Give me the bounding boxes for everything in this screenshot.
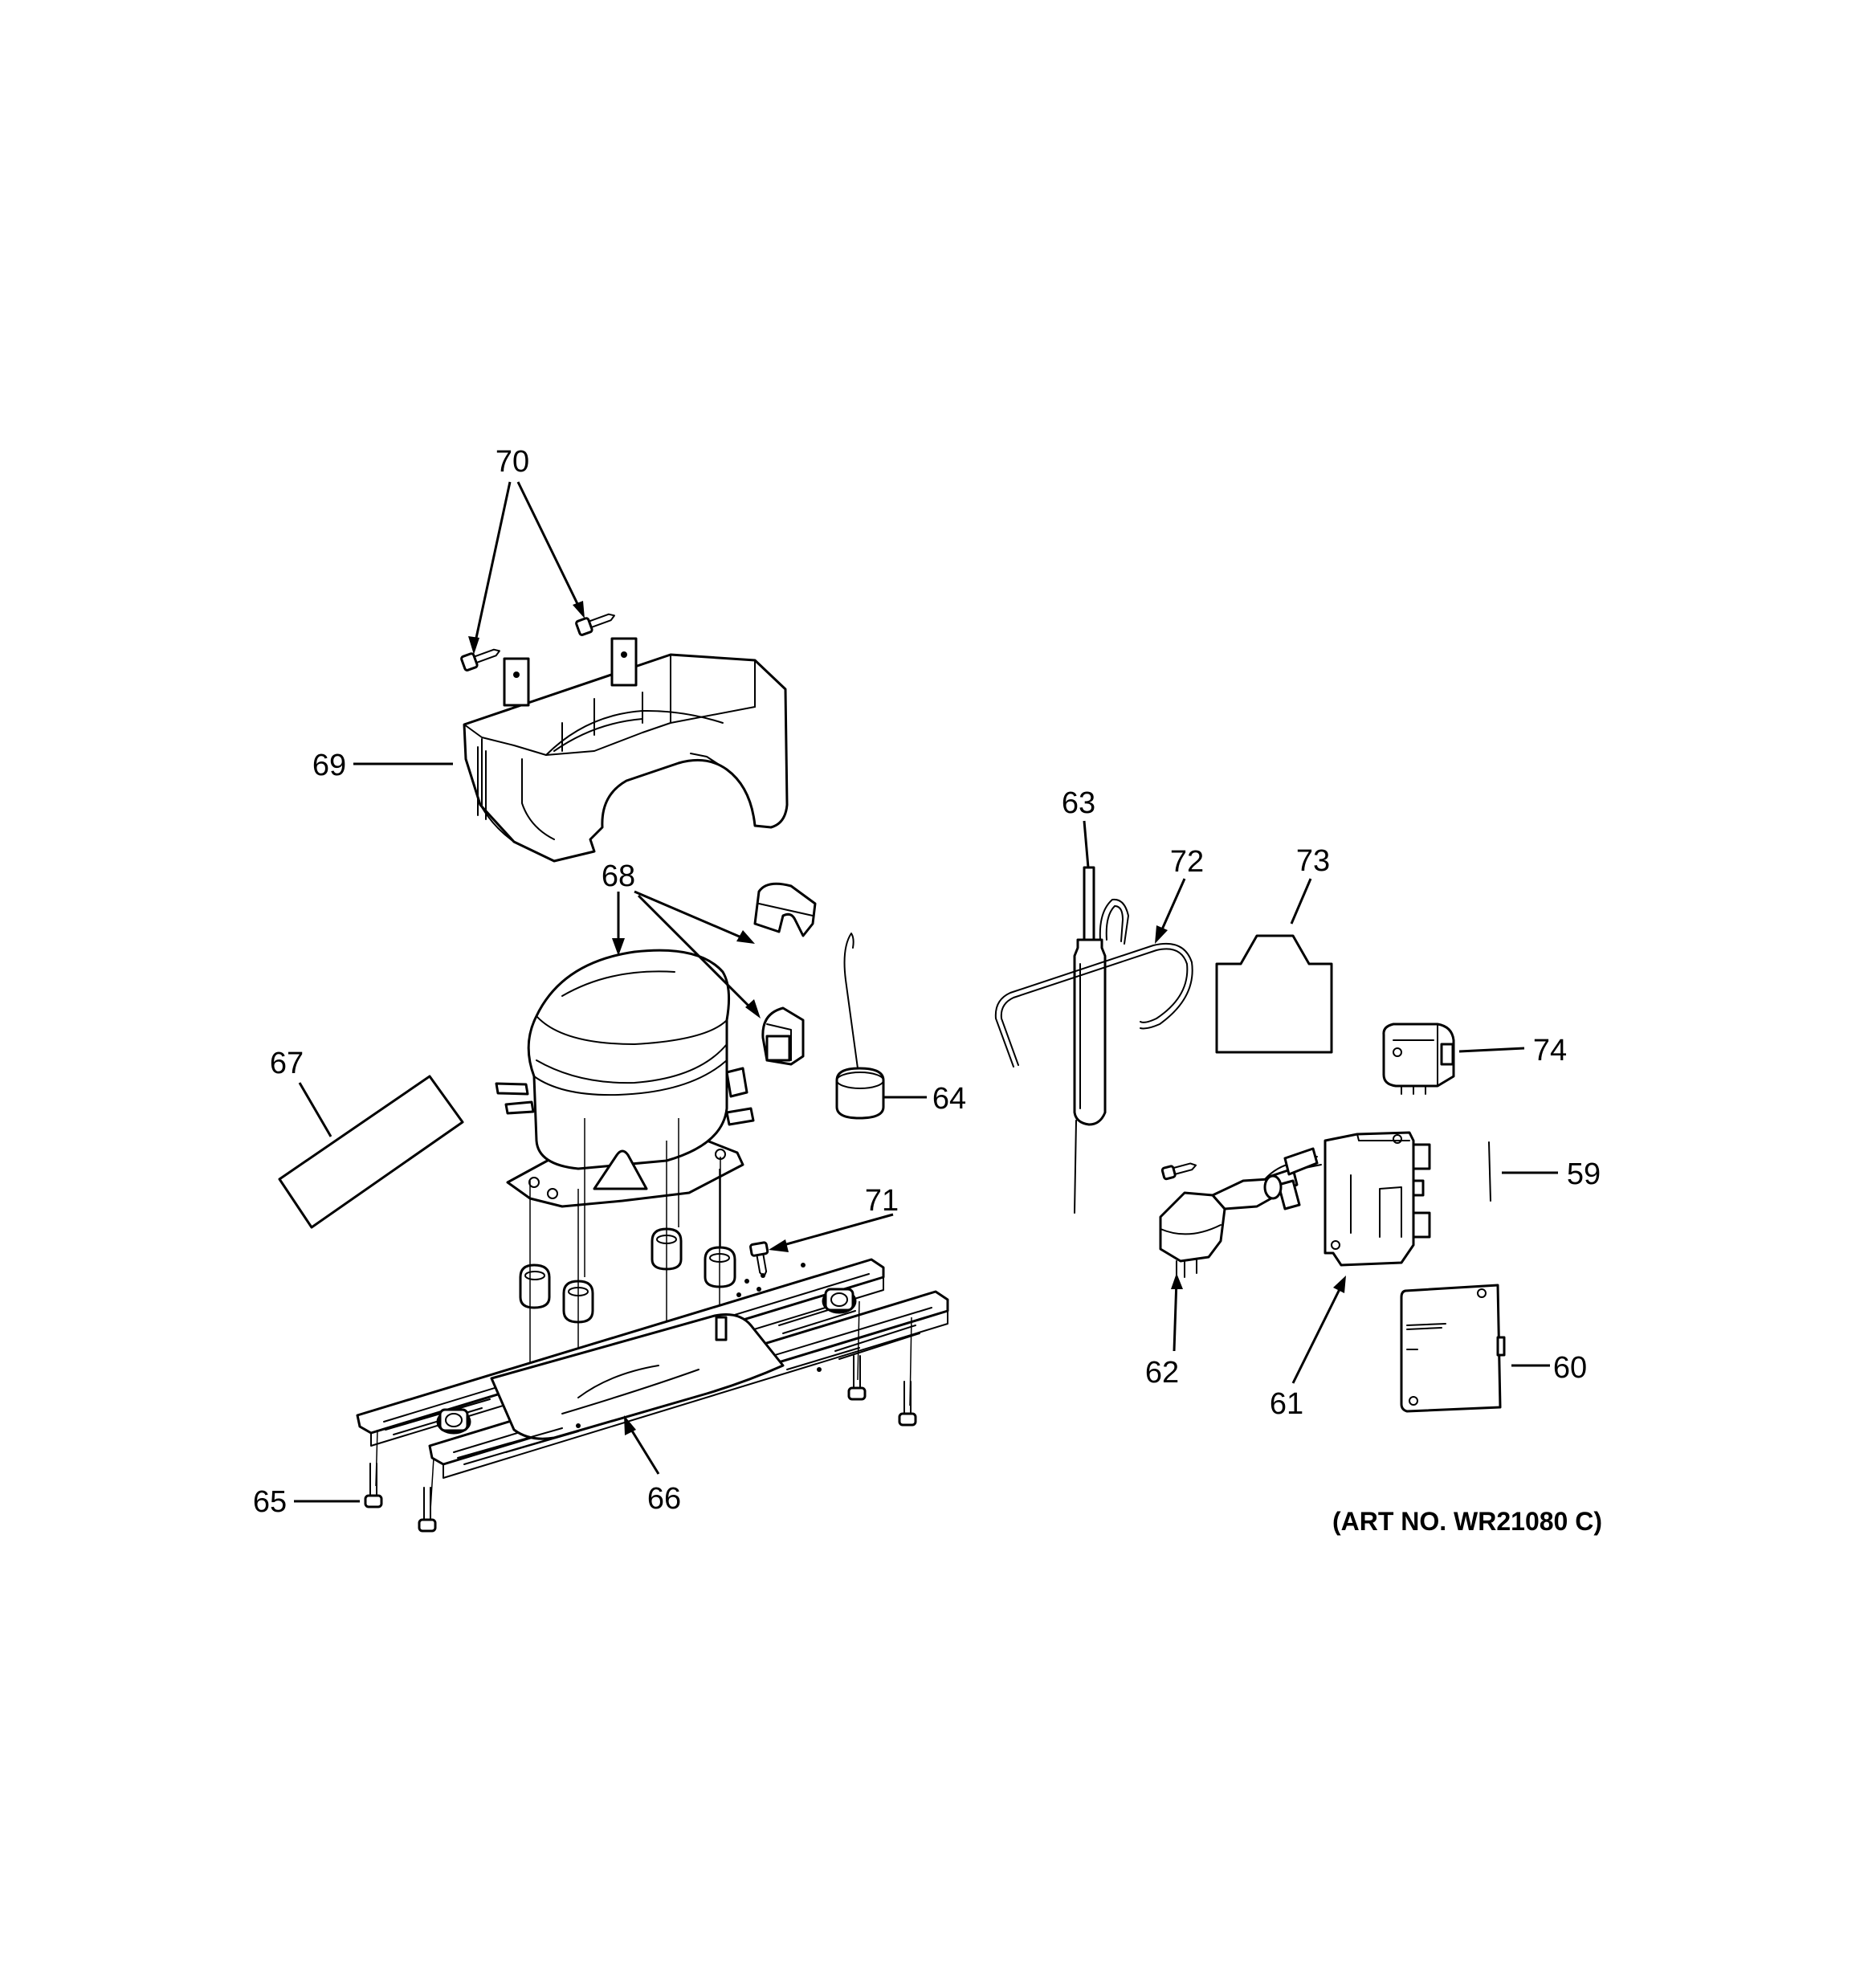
callout-62: 62 bbox=[1145, 1356, 1179, 1390]
leader-70 bbox=[468, 481, 585, 655]
part-68-compressor bbox=[495, 882, 817, 1208]
callout-65: 65 bbox=[253, 1485, 287, 1519]
callout-71: 71 bbox=[865, 1184, 899, 1218]
part-59-wire bbox=[1488, 1141, 1491, 1202]
leader-61 bbox=[1291, 1282, 1344, 1384]
leader-67 bbox=[298, 1082, 332, 1137]
callout-74: 74 bbox=[1533, 1034, 1567, 1067]
part-60-board-cover bbox=[1400, 1284, 1506, 1413]
part-62-power-cord bbox=[1159, 1147, 1322, 1278]
callout-68: 68 bbox=[602, 859, 635, 893]
leader-63 bbox=[1083, 820, 1090, 868]
part-66-base-rails bbox=[356, 1258, 949, 1479]
arrow-71 bbox=[769, 1239, 789, 1252]
leader-62 bbox=[1173, 1279, 1178, 1352]
part-72-tubing bbox=[994, 898, 1193, 1067]
callout-70: 70 bbox=[496, 445, 529, 479]
part-65-screws bbox=[364, 1300, 917, 1533]
arrow-72 bbox=[1155, 925, 1168, 944]
part-73-insulation bbox=[1215, 934, 1333, 1054]
part-74-defrost-timer bbox=[1382, 1023, 1455, 1095]
callout-61: 61 bbox=[1270, 1387, 1303, 1421]
callout-73: 73 bbox=[1296, 844, 1330, 878]
callout-59: 59 bbox=[1567, 1157, 1601, 1191]
leader-68 bbox=[612, 890, 761, 1018]
part-61-control-board bbox=[1324, 1131, 1431, 1267]
arrow-66 bbox=[624, 1415, 636, 1435]
arrow-61 bbox=[1333, 1276, 1346, 1293]
callout-67: 67 bbox=[270, 1047, 304, 1080]
art-number: (ART NO. WR21080 C) bbox=[1332, 1507, 1602, 1536]
part-67-label bbox=[278, 1075, 464, 1229]
grommets bbox=[519, 1227, 736, 1324]
leader-71 bbox=[774, 1213, 894, 1249]
callout-69: 69 bbox=[312, 749, 346, 782]
part-63-drier bbox=[1073, 866, 1107, 1214]
leader-74 bbox=[1458, 1047, 1525, 1053]
leader-72 bbox=[1157, 878, 1186, 937]
part-69-compressor-cover bbox=[463, 637, 789, 863]
part-64-capacitor bbox=[835, 933, 885, 1120]
leader-73 bbox=[1290, 878, 1312, 925]
callout-60: 60 bbox=[1553, 1351, 1587, 1385]
callout-66: 66 bbox=[647, 1482, 681, 1516]
callout-64: 64 bbox=[932, 1082, 966, 1116]
callout-63: 63 bbox=[1062, 786, 1095, 820]
arrow-62 bbox=[1171, 1273, 1183, 1289]
callout-72: 72 bbox=[1170, 845, 1204, 879]
part-70-screws bbox=[460, 613, 615, 672]
part-71-screw bbox=[749, 1241, 769, 1278]
